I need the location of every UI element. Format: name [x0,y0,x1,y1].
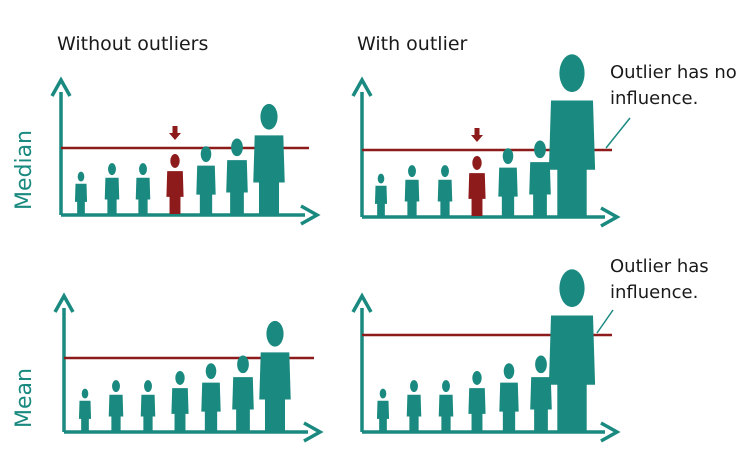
person-icon [108,380,124,431]
axis-arrow-icon [303,421,324,443]
axis-arrow-icon [600,206,621,228]
person-icon [404,165,420,216]
person-icon [171,370,189,431]
mean-note-leader-line [596,309,614,334]
person-icon [499,363,519,431]
axis-arrow-icon [351,76,373,97]
axis-arrow-icon [50,76,72,97]
axis-arrow-icon [300,204,321,226]
person-icon [74,171,88,214]
axis-arrow-icon [351,292,373,313]
person-icon [376,388,390,431]
down-arrow-icon [471,128,483,142]
panel-mean-without-outliers [53,292,324,443]
median-note-line-1: Outlier has no [610,62,737,83]
mean-note-line-1: Outlier has [610,256,709,277]
person-icon [548,54,596,217]
down-arrow-icon [169,126,181,140]
column-title-without-outliers: Without outliers [57,33,208,55]
person-icon [166,153,184,214]
person-icon [468,370,486,431]
median-note-line-2: influence. [610,88,698,109]
person-icon [548,269,596,431]
panel-mean-with-outlier [351,269,621,443]
person-icon [406,380,422,431]
person-icon [498,148,518,216]
person-icon [437,165,453,216]
person-icon [374,173,388,216]
person-icon [530,355,552,431]
person-icon [78,388,92,431]
median-note-leader-line [605,117,631,149]
person-icon [529,140,551,216]
axis-arrow-icon [53,292,75,313]
person-icon [232,355,254,431]
person-icon [104,163,120,214]
person-icon [201,363,221,431]
column-title-with-outlier: With outlier [357,33,468,55]
person-icon [259,320,291,431]
person-icon [226,138,248,214]
person-icon [135,163,151,214]
axis-arrow-icon [600,421,621,443]
person-icon [140,380,156,431]
person-icon [438,380,454,431]
row-label-median: Median [12,130,37,210]
panel-median-without-outliers [50,76,321,226]
person-icon [253,103,285,214]
person-icon [196,146,216,214]
row-label-mean: Mean [12,368,37,428]
panel-median-with-outlier [351,54,621,228]
person-icon [468,155,486,216]
mean-note-line-2: influence. [610,282,698,303]
